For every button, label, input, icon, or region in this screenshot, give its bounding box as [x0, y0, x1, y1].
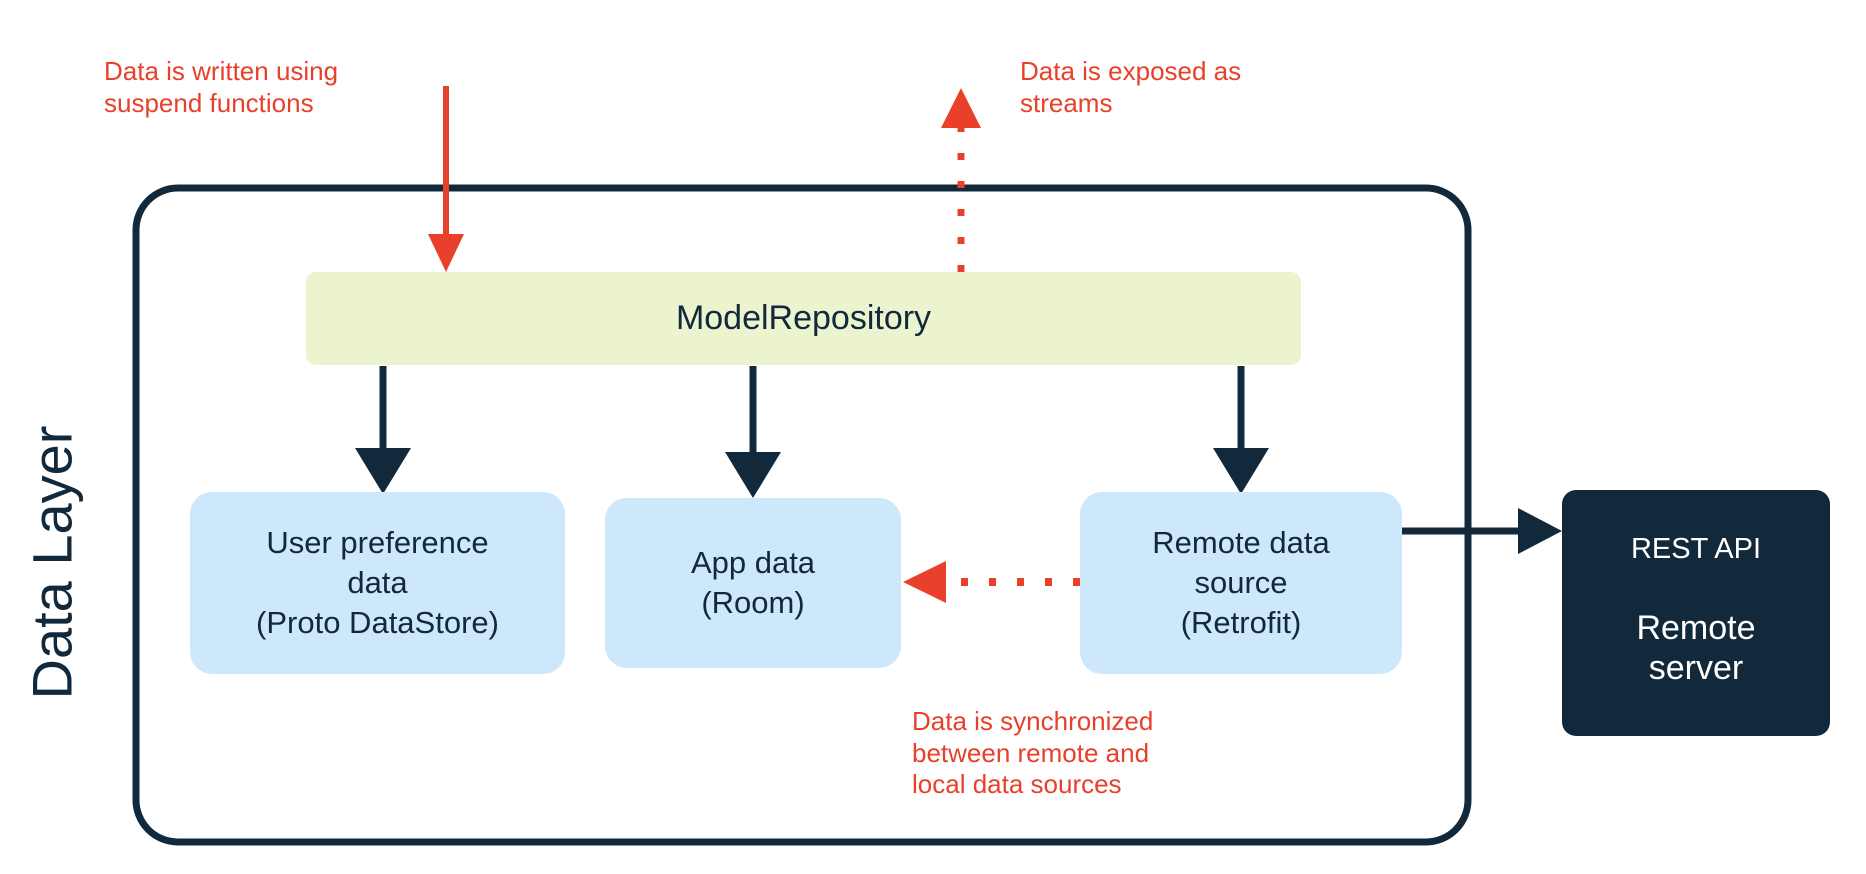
node-remote-data-source[interactable]: Remote data source (Retrofit): [1080, 492, 1402, 674]
node-user-preference-data[interactable]: User preference data (Proto DataStore): [190, 492, 565, 674]
edge-repository-to-app-data: [725, 366, 781, 498]
data-layer-label: Data Layer: [20, 425, 84, 700]
edge-repository-to-user-preference: [355, 366, 411, 494]
edge-write-into-repository: [428, 86, 464, 272]
node-model-repository[interactable]: ModelRepository: [306, 272, 1301, 365]
edge-remote-data-source-to-app-data: [903, 561, 1080, 603]
node-app-data-room[interactable]: App data (Room): [605, 498, 901, 668]
edge-repository-exposes-streams: [941, 88, 981, 272]
edge-repository-to-remote-data-source: [1213, 366, 1269, 494]
remote-server-api-label: REST API: [1630, 532, 1762, 565]
annotation-exposed-as-streams: Data is exposed as streams: [1020, 56, 1242, 118]
annotation-data-synchronized: Data is synchronized between remote and …: [912, 706, 1154, 800]
node-remote-server[interactable]: REST API Remote server: [1562, 490, 1830, 736]
annotation-write-suspend-functions: Data is written using suspend functions: [104, 56, 339, 118]
remote-server-name-label: Remote server: [1636, 608, 1756, 688]
edge-remote-data-source-to-remote-server: [1400, 508, 1562, 554]
